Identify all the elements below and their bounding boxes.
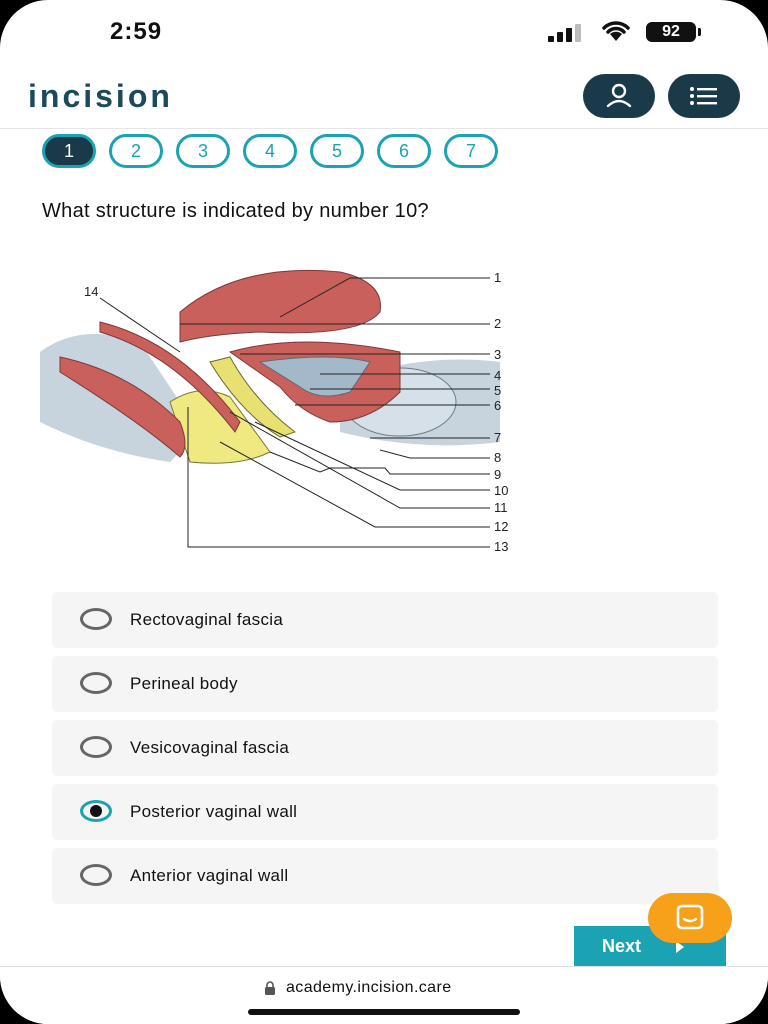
radio-button-selected[interactable] <box>80 800 112 822</box>
option-label: Rectovaginal fascia <box>130 610 284 629</box>
battery-icon: 92 <box>646 22 701 42</box>
answer-options: Rectovaginal fascia Perineal body Vesico… <box>52 592 718 912</box>
figure-label-12: 12 <box>494 519 508 534</box>
figure-label-5: 5 <box>494 383 501 398</box>
option-label: Anterior vaginal wall <box>130 866 289 885</box>
user-icon <box>606 83 632 108</box>
browser-url-bar[interactable]: academy.incision.care <box>0 966 768 1024</box>
app-header: incision <box>0 64 768 129</box>
step-1[interactable]: 1 <box>42 134 96 168</box>
profile-button[interactable] <box>583 74 655 118</box>
step-4[interactable]: 4 <box>243 134 297 168</box>
wifi-icon <box>602 21 630 41</box>
step-6[interactable]: 6 <box>377 134 431 168</box>
home-indicator <box>248 1009 520 1015</box>
option-vesicovaginal-fascia[interactable]: Vesicovaginal fascia <box>52 720 718 776</box>
status-bar: 2:59 92 <box>0 0 768 64</box>
figure-label-7: 7 <box>494 430 501 445</box>
figure-label-10: 10 <box>494 483 508 498</box>
figure-label-13: 13 <box>494 539 508 554</box>
radio-button[interactable] <box>80 608 112 630</box>
step-5[interactable]: 5 <box>310 134 364 168</box>
option-rectovaginal-fascia[interactable]: Rectovaginal fascia <box>52 592 718 648</box>
question-text: What structure is indicated by number 10… <box>42 200 429 222</box>
figure-label-11: 11 <box>494 500 508 515</box>
step-7[interactable]: 7 <box>444 134 498 168</box>
option-posterior-vaginal-wall[interactable]: Posterior vaginal wall <box>52 784 718 840</box>
status-time: 2:59 <box>110 18 163 45</box>
option-label: Posterior vaginal wall <box>130 802 298 821</box>
figure-label-2: 2 <box>494 316 501 331</box>
option-anterior-vaginal-wall[interactable]: Anterior vaginal wall <box>52 848 718 904</box>
anatomy-illustration: 1 2 3 4 5 6 7 8 9 10 11 12 13 14 <box>40 269 508 554</box>
list-icon <box>690 87 717 105</box>
arrow-right-icon <box>676 941 684 953</box>
option-label: Perineal body <box>130 674 238 693</box>
chat-launcher-button[interactable] <box>648 893 732 943</box>
radio-button[interactable] <box>80 736 112 758</box>
url-text: academy.incision.care <box>286 979 452 996</box>
radio-button[interactable] <box>80 864 112 886</box>
figure-label-3: 3 <box>494 347 501 362</box>
step-2[interactable]: 2 <box>109 134 163 168</box>
chat-icon <box>676 904 704 930</box>
radio-button[interactable] <box>80 672 112 694</box>
step-3[interactable]: 3 <box>176 134 230 168</box>
next-label: Next <box>602 936 642 956</box>
figure-label-4: 4 <box>494 368 501 383</box>
menu-button[interactable] <box>668 74 740 118</box>
figure-label-8: 8 <box>494 450 501 465</box>
figure-label-9: 9 <box>494 467 501 482</box>
signal-icon <box>548 22 584 42</box>
option-perineal-body[interactable]: Perineal body <box>52 656 718 712</box>
figure-label-1: 1 <box>494 270 501 285</box>
logo[interactable]: incision <box>28 78 173 114</box>
figure-label-6: 6 <box>494 398 501 413</box>
option-label: Vesicovaginal fascia <box>130 738 290 757</box>
lock-icon <box>265 981 275 995</box>
figure-label-14: 14 <box>84 284 98 299</box>
